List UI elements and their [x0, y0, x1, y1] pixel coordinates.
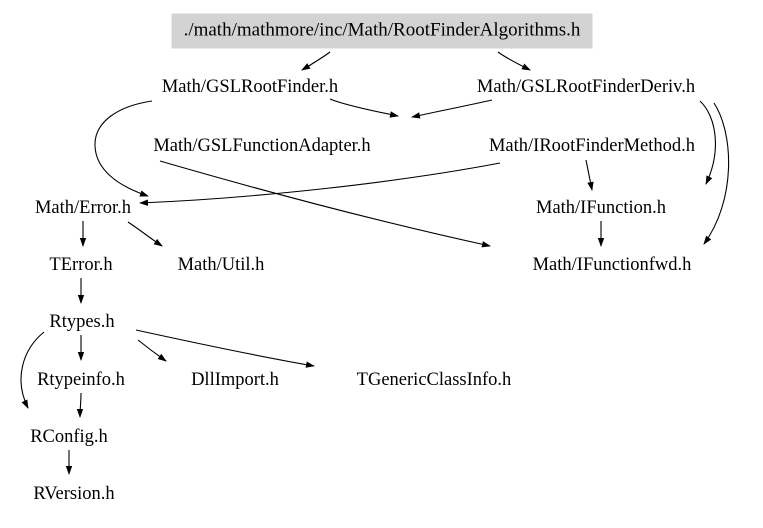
edge-gslrootfinder-to-error: [94, 100, 153, 197]
edge-rtypes-to-tgenericclassinfo: [135, 329, 315, 368]
node-root[interactable]: ./math/mathmore/inc/Math/RootFinderAlgor…: [171, 13, 593, 49]
node-ifunction[interactable]: Math/IFunction.h: [535, 197, 667, 218]
edge-gslfunctionadapter-to-ifunctionfwd: [159, 160, 491, 248]
node-gslrootfinderderiv[interactable]: Math/GSLRootFinderDeriv.h: [476, 76, 696, 97]
node-dllimport[interactable]: DllImport.h: [191, 369, 279, 390]
edge-irootfindermethod-to-ifunction: [585, 159, 594, 191]
node-rtypes[interactable]: Rtypes.h: [49, 311, 115, 332]
edge-gslrootfinderderiv-to-ifunctionfwd: [703, 102, 730, 245]
node-util[interactable]: Math/Util.h: [177, 254, 265, 275]
edge-root-to-gslrootfinder: [301, 51, 331, 71]
edge-gslrootfinderderiv-to-ifunction: [699, 100, 716, 185]
node-tgenericclassinfo[interactable]: TGenericClassInfo.h: [356, 369, 512, 390]
edge-rtypeinfo-to-rconfig: [76, 392, 84, 418]
node-rtypeinfo[interactable]: Rtypeinfo.h: [37, 369, 125, 390]
node-terror[interactable]: TError.h: [49, 254, 113, 275]
edge-error-to-util: [127, 221, 163, 247]
node-irootfindermethod[interactable]: Math/IRootFinderMethod.h: [488, 135, 696, 156]
node-rconfig[interactable]: RConfig.h: [30, 426, 108, 447]
edge-irootfindermethod-to-error: [139, 162, 501, 206]
edge-gslrootfinder-to-gslfunctionadapter: [329, 98, 399, 118]
edge-gslrootfinderderiv-to-gslfunctionadapter: [411, 99, 493, 119]
node-gslfunctionadapter[interactable]: Math/GSLFunctionAdapter.h: [153, 135, 371, 156]
node-gslrootfinder[interactable]: Math/GSLRootFinder.h: [161, 76, 339, 97]
edge-rtypes-to-dllimport: [137, 339, 167, 362]
edge-root-to-gslrootfinderderiv: [497, 51, 531, 71]
node-rversion[interactable]: RVersion.h: [33, 483, 115, 504]
node-error[interactable]: Math/Error.h: [34, 197, 132, 218]
node-ifunctionfwd[interactable]: Math/IFunctionfwd.h: [532, 254, 692, 275]
